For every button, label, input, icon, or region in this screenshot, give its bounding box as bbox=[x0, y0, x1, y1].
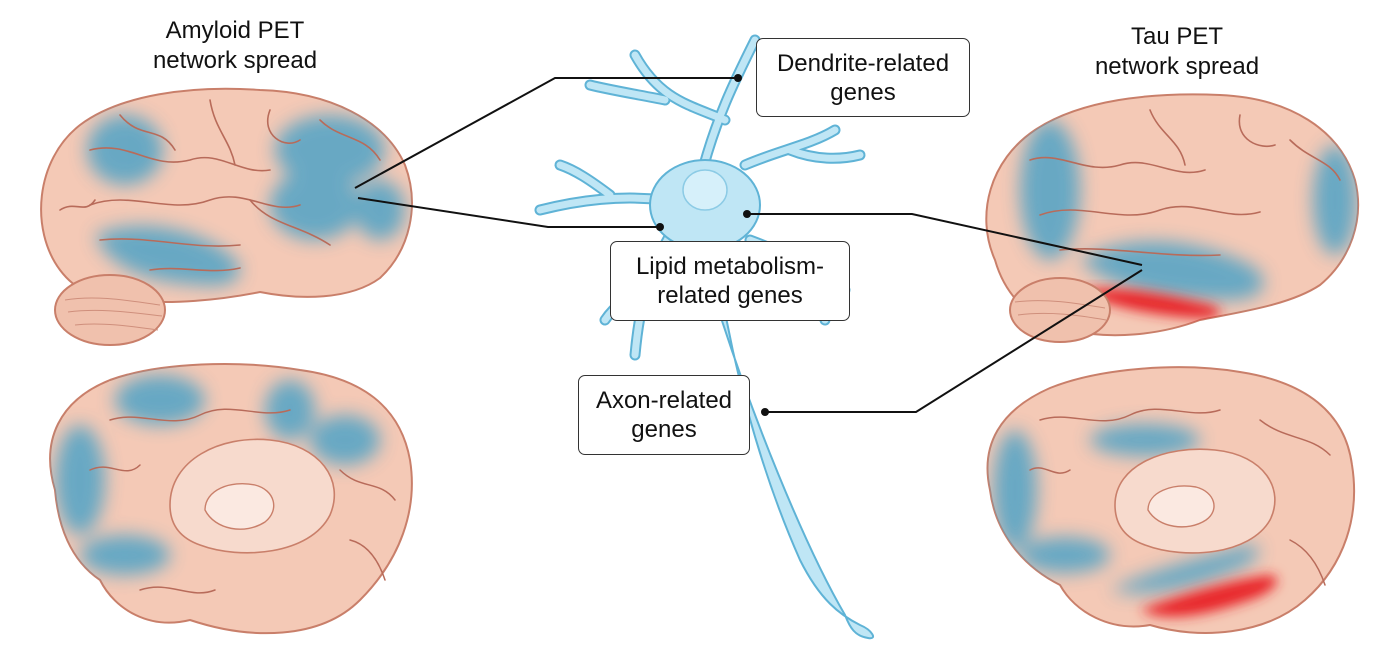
tau-medial-brain bbox=[986, 366, 1356, 634]
amyloid-title: Amyloid PET network spread bbox=[120, 16, 350, 76]
connector-lipid-tau bbox=[747, 213, 1143, 266]
tau-title-line1: Tau PET bbox=[1130, 23, 1224, 50]
lipid-genes-box: Lipid metabolism- related genes bbox=[610, 241, 850, 321]
tau-lateral-network-red bbox=[1080, 288, 1221, 319]
connector-dendrite bbox=[354, 77, 738, 189]
amyloid-medial-brain bbox=[49, 363, 413, 635]
tau-medial-network-blue bbox=[993, 424, 1259, 594]
amyloid-title-line2: network spread bbox=[152, 47, 318, 74]
dendrite-genes-box: Dendrite-related genes bbox=[756, 38, 970, 117]
axon-genes-box: Axon-related genes bbox=[578, 375, 750, 455]
tau-medial-network-red bbox=[1140, 575, 1278, 617]
tau-lateral-network-blue bbox=[1020, 120, 1357, 300]
neuron bbox=[534, 34, 874, 640]
connector-lines bbox=[354, 77, 1143, 413]
connector-axon-tau bbox=[765, 269, 1143, 413]
amyloid-title-line1: Amyloid PET bbox=[165, 17, 305, 44]
axon-genes-line1: Axon-related bbox=[595, 387, 733, 414]
dendrite-genes-line1: Dendrite-related bbox=[776, 49, 950, 77]
connector-dots bbox=[656, 74, 769, 416]
tau-title-line2: network spread bbox=[1094, 53, 1260, 80]
lipid-genes-line2: related genes bbox=[657, 282, 803, 309]
tau-title: Tau PET network spread bbox=[1062, 22, 1292, 82]
dendrite-genes-line2: genes bbox=[830, 78, 896, 106]
lipid-genes-line1: Lipid metabolism- bbox=[635, 253, 825, 280]
amyloid-lateral-brain bbox=[40, 87, 413, 346]
connector-lipid bbox=[357, 197, 660, 228]
axon-genes-line2: genes bbox=[631, 416, 697, 443]
tau-lateral-brain bbox=[985, 93, 1359, 343]
